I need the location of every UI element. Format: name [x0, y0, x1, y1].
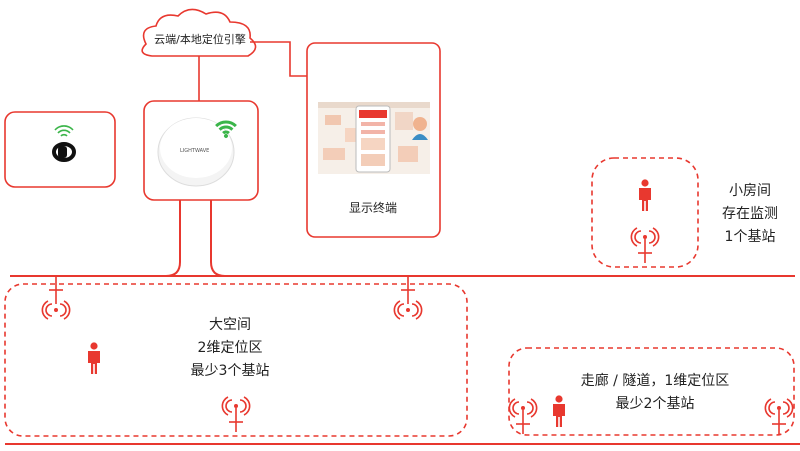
cloud-label: 云端/本地定位引擎 — [154, 33, 246, 46]
base-station-icon — [41, 275, 71, 320]
zone-corridor — [508, 347, 795, 436]
large-space-line2: 2维定位区 — [197, 340, 263, 356]
person-icon — [88, 342, 100, 374]
gateway-link-left — [165, 200, 181, 277]
large-space-line1: 大空间 — [209, 317, 251, 333]
gateway-device: LIGHTWAVE — [157, 117, 235, 187]
phone-screen-icon — [318, 102, 430, 174]
base-station-icon — [630, 227, 660, 264]
wifi-icon — [54, 125, 74, 137]
small-room-line2: 存在监测 — [722, 206, 778, 222]
gateway-logo: LIGHTWAVE — [180, 148, 209, 154]
wristband-icon — [52, 142, 76, 162]
cloud-icon — [141, 8, 257, 57]
small-room-line1: 小房间 — [729, 183, 771, 199]
base-station-icon — [393, 275, 423, 320]
corridor-line1: 走廊 / 隧道，1维定位区 — [580, 373, 730, 389]
small-room-line3: 1个基站 — [724, 229, 776, 245]
zone-small-room — [591, 157, 699, 268]
base-station-icon — [764, 398, 794, 435]
large-space-line3: 最少3个基站 — [190, 363, 270, 379]
corridor-line2: 最少2个基站 — [615, 396, 695, 412]
gateway-link-right — [210, 200, 226, 277]
person-icon — [639, 179, 651, 211]
gateway-wifi-icon — [215, 120, 237, 138]
zone-large-space — [4, 283, 468, 437]
base-station-icon — [508, 398, 538, 435]
base-station-icon — [221, 396, 251, 433]
display-terminal-label: 显示终端 — [349, 200, 397, 215]
